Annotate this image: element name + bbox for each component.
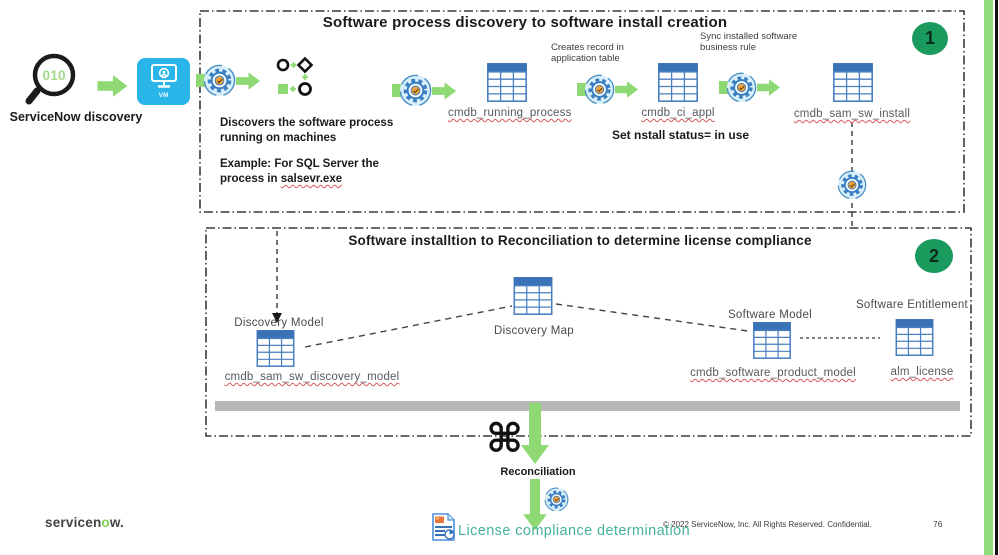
software-model-title: Software Model [727, 309, 813, 321]
discovery-map-table-icon [513, 277, 553, 315]
gear-icon [584, 74, 615, 105]
step-2-badge: 2 [915, 239, 953, 273]
right-green-stripe [984, 0, 993, 555]
vm-monitor-icon [151, 64, 177, 88]
discovers-note: Discovers the software process running o… [220, 117, 394, 144]
gear-icon [203, 64, 236, 97]
vm-icon: VM [137, 58, 190, 105]
right-arrow-icon [432, 81, 457, 100]
exe-name: salsevr.exe [280, 172, 343, 185]
software-entitlement-title: Software Entitlement [855, 299, 969, 311]
vm-label: VM [158, 92, 169, 99]
box1-title: Software process discovery to software i… [322, 14, 728, 31]
example-line1: Example: For SQL Server the [220, 158, 379, 170]
right-black-stripe [995, 0, 998, 555]
sync-installed-annotation: Sync installed software business rule [700, 31, 798, 54]
arrow-stub [577, 83, 587, 96]
process-discovery-box-border [199, 10, 965, 213]
reconciliation-label: Reconciliation [500, 466, 576, 478]
gear-icon [399, 74, 432, 107]
discovery-map-title: Discovery Map [494, 325, 574, 337]
right-arrow-icon [615, 81, 639, 98]
arrow-stub [392, 84, 402, 97]
example-line2: process in salsevr.exe [220, 172, 343, 185]
creates-record-annotation: Creates record in application table [551, 42, 624, 65]
cmdb-sam-sw-discovery-model-label: cmdb_sam_sw_discovery_model [224, 371, 400, 383]
magnifier-binary-text: 010 [42, 67, 66, 83]
discovery-model-table-icon [256, 330, 295, 367]
cmdb-sam-sw-install-label: cmdb_sam_sw_install [793, 108, 911, 120]
alm-license-label: alm_license [890, 366, 954, 378]
example-note: Example: For SQL Server the process in s… [220, 157, 379, 187]
report-document-icon [432, 513, 455, 541]
servicenow-logo: servicenow. [45, 515, 125, 530]
running-process-table-icon [487, 63, 527, 102]
magnifier-icon: 010 [25, 53, 76, 105]
gear-icon [837, 170, 867, 200]
gear-flow-2 [392, 74, 457, 107]
connector-arrowhead [272, 313, 282, 323]
cmdb-software-product-model-label: cmdb_software_product_model [690, 367, 856, 379]
gear-flow-4 [719, 72, 781, 103]
page-number: 76 [933, 519, 943, 529]
reconciliation-box-border [205, 227, 972, 437]
logo-green-o: o [101, 515, 110, 530]
box2-title: Software installtion to Reconciliation t… [348, 233, 812, 248]
gear-icon [726, 72, 757, 103]
gray-bar [215, 401, 960, 411]
cmdb-running-process-label: cmdb_running_process [448, 107, 572, 119]
sam-sw-install-table-icon [833, 63, 873, 102]
step-1-badge: 1 [912, 22, 948, 55]
model-to-map-connector [304, 305, 513, 348]
license-compliance-label: License compliance determination [458, 523, 691, 539]
copyright-text: © 2022 ServiceNow, Inc. All Rights Reser… [663, 520, 872, 529]
process-map-icon [276, 56, 314, 96]
alm-license-table-icon [895, 319, 934, 356]
arrow-stub [196, 74, 206, 87]
right-arrow-icon [757, 79, 781, 96]
down-arrow-icon [521, 403, 549, 464]
map-to-softwaremodel-connector [555, 303, 749, 332]
discovery-model-title: Discovery Model [234, 317, 324, 329]
servicenow-discovery-label: ServiceNow discovery [9, 110, 143, 124]
gear-flow-1 [196, 64, 261, 97]
set-install-status-note: Set nstall status= in use [612, 128, 750, 142]
cmdb-ci-appl-label: cmdb_ci_appl [641, 107, 715, 119]
command-symbol: ⌘ [486, 417, 524, 461]
gear-flow-3 [577, 74, 639, 105]
ci-appl-table-icon [658, 63, 698, 102]
software-model-table-icon [752, 322, 792, 359]
discovery-to-vm-arrow [97, 75, 128, 97]
gear-icon [544, 487, 569, 512]
right-arrow-icon [236, 71, 261, 90]
arrow-stub [719, 81, 729, 94]
